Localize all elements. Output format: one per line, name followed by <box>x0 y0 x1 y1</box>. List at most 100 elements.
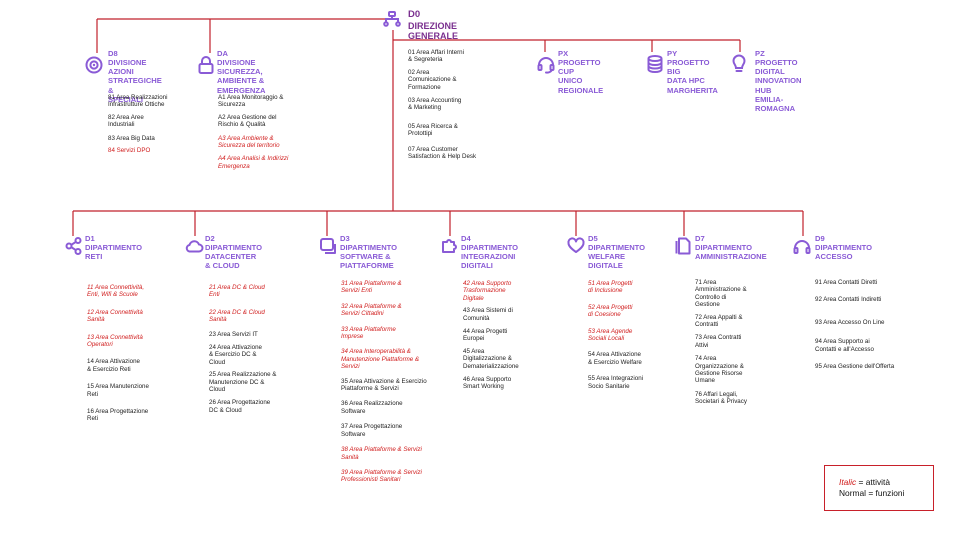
legend-italic-row: Italic = attività <box>839 477 890 487</box>
da-title: DIVISIONE SICUREZZA, AMBIENTE & EMERGENZ… <box>217 58 266 95</box>
d4-title: DIPARTIMENTO INTEGRAZIONI DIGITALI <box>461 243 519 271</box>
area-item: 42 Area Supporto Trasformazione Digitale <box>463 280 512 302</box>
area-item: 54 Area Attivazione & Esercizio Welfare <box>588 351 642 366</box>
puzzle-icon <box>442 239 457 253</box>
d1-title: DIPARTIMENTO RETI <box>85 243 143 262</box>
pz-title: PROGETTO DIGITAL INNOVATION HUB EMILIA-R… <box>755 58 802 114</box>
area-item: 01 Area Affari Interni & Segreteria <box>408 49 464 64</box>
d2-title: DIPARTIMENTO DATACENTER & CLOUD <box>205 243 263 271</box>
d1-area-list: 11 Area Connettività, Enti, Wifi & Scuol… <box>87 284 172 423</box>
area-item: 23 Area Servizi IT <box>209 330 258 338</box>
area-item: 11 Area Connettività, Enti, Wifi & Scuol… <box>87 284 145 299</box>
area-item: 13 Area Connettività Operatori <box>87 333 143 349</box>
area-item: 92 Area Contatti Indiretti <box>815 296 882 304</box>
area-item: 43 Area Sistemi di Comunità <box>463 307 513 322</box>
area-item: 21 Area DC & Cloud Enti <box>209 284 265 299</box>
area-item: 73 Area Contratti Attivi <box>695 334 742 349</box>
lock-icon <box>198 56 214 74</box>
area-item: 95 Area Gestione dell'Offerta <box>815 363 895 371</box>
area-item: 36 Area Realizzazione Software <box>341 400 403 415</box>
legend-box: Italic = attività Normal = funzioni <box>824 465 934 511</box>
area-item: 46 Area Supporto Smart Working <box>463 376 512 391</box>
area-item: 14 Area Attivazione & Esercizio Reti <box>87 358 140 373</box>
document-icon <box>675 237 691 255</box>
area-item: 12 Area Connettività Sanità <box>87 308 143 324</box>
d1-code: D1 <box>85 234 95 243</box>
d0-code: D0 <box>408 9 421 20</box>
d8-code: D8 <box>108 49 118 58</box>
area-item: 35 Area Attivazione & Esercizio Piattafo… <box>341 377 427 393</box>
d0-title: DIREZIONE GENERALE <box>408 21 459 41</box>
area-item: 84 Servizi DPO <box>108 147 151 155</box>
cloud-icon <box>185 240 204 253</box>
area-item: 93 Area Accesso On Line <box>815 318 885 326</box>
area-item: 24 Area Attivazione & Esercizio DC & Clo… <box>209 344 262 366</box>
area-item: 22 Area DC & Cloud Sanità <box>209 308 265 324</box>
area-item: 74 Area Organizzazione & Gestione Risors… <box>695 355 744 385</box>
area-item: 51 Area Progetti di Inclusione <box>588 280 633 295</box>
area-item: 31 Area Piattaforme & Servizi Enti <box>341 280 402 295</box>
px-code: PX <box>558 49 569 58</box>
legend-normal-row: Normal = funzioni <box>839 488 905 498</box>
area-item: 33 Area Piattaforme Imprese <box>341 325 396 341</box>
d4-area-list: 42 Area Supporto Trasformazione Digitale… <box>463 280 548 391</box>
legend-italic-label: Italic <box>839 477 857 487</box>
d4-code: D4 <box>461 234 471 243</box>
area-item: 53 Area Agende Sociali Locali <box>588 327 633 343</box>
area-item: 44 Area Progetti Europei <box>463 328 508 343</box>
area-item: 52 Area Progetti di Coesione <box>588 303 633 319</box>
d7-title: DIPARTIMENTO AMMINISTRAZIONE <box>695 243 767 262</box>
d7-code: D7 <box>695 234 705 243</box>
d3-title: DIPARTIMENTO SOFTWARE & PIATTAFORME <box>340 243 398 271</box>
heart-hand-icon <box>567 237 585 253</box>
d9-code: D9 <box>815 234 825 243</box>
d5-code: D5 <box>588 234 598 243</box>
area-item: 45 Area Digitalizzazione & Dematerializz… <box>463 347 519 370</box>
area-item: 72 Area Appalti & Contratti <box>695 313 743 329</box>
area-item: 05 Area Ricerca & Protottipi <box>408 122 458 138</box>
area-item: 91 Area Contatti Diretti <box>815 279 878 286</box>
d8-area-list: 81 Area Realizzazioni Infrastrutture Ott… <box>108 94 193 154</box>
org-chart-icon <box>383 11 401 27</box>
area-item: A4 Area Analisi & Indirizzi Emergenza <box>218 155 289 170</box>
d2-code: D2 <box>205 234 215 243</box>
area-item: A3 Area Ambiente & Sicurezza del territo… <box>218 134 280 150</box>
area-item: 82 Area Aree Industriali <box>108 113 144 129</box>
py-title: PROGETTO BIG DATA HPC MARGHERITA <box>667 58 718 95</box>
target-icon <box>85 56 103 74</box>
headset-icon <box>537 57 555 74</box>
area-item: 76 Affari Legali, Societari & Privacy <box>695 390 747 406</box>
px-title: PROGETTO CUP UNICO REGIONALE <box>558 58 604 95</box>
area-item: A2 Area Gestione del Rischio & Qualità <box>218 113 277 129</box>
area-item: 38 Area Piattaforme & Servizi Sanità <box>341 446 422 461</box>
software-icon <box>320 238 336 254</box>
d2-area-list: 21 Area DC & Cloud Enti 22 Area DC & Clou… <box>209 284 304 414</box>
area-item: 07 Area Customer Satisfaction & Help Des… <box>408 145 477 161</box>
area-item: 26 Area Progettazione DC & Cloud <box>209 399 271 414</box>
database-icon <box>647 55 663 73</box>
area-item: 25 Area Realizzazione & Manutenzione DC … <box>209 371 277 394</box>
area-item: 39 Area Piattaforme & Servizi Profession… <box>341 468 422 484</box>
area-item: 71 Area Amministrazione & Controllo di G… <box>695 279 747 309</box>
legend-italic-desc: = attività <box>856 477 890 487</box>
da-code: DA <box>217 49 228 58</box>
lightbulb-icon <box>732 54 746 72</box>
d9-title: DIPARTIMENTO ACCESSO <box>815 243 873 262</box>
headphones-icon <box>793 240 811 254</box>
area-item: A1 Area Monitoraggio & Sicurezza <box>218 94 284 109</box>
area-item: 83 Area Big Data <box>108 134 155 142</box>
d5-area-list: 51 Area Progetti di Inclusione 52 Area Pr… <box>588 280 668 390</box>
area-item: 37 Area Progettazione Software <box>341 423 403 438</box>
d5-title: DIPARTIMENTO WELFARE DIGITALE <box>588 243 646 271</box>
area-item: 55 Area Integrazioni Socio Sanitarie <box>588 375 644 390</box>
area-item: 94 Area Supporto ai Contatti e all'Acces… <box>815 338 874 353</box>
d7-area-list: 71 Area Amministrazione & Controllo di G… <box>695 279 775 406</box>
pz-code: PZ <box>755 49 765 58</box>
area-item: 15 Area Manutenzione Reti <box>87 383 149 398</box>
area-item: 34 Area Interoperabilità & Manutenzione … <box>341 348 420 371</box>
da-area-list: A1 Area Monitoraggio & Sicurezza A2 Area … <box>218 94 318 170</box>
d9-area-list: 91 Area Contatti Diretti 92 Area Contatti… <box>815 279 920 370</box>
